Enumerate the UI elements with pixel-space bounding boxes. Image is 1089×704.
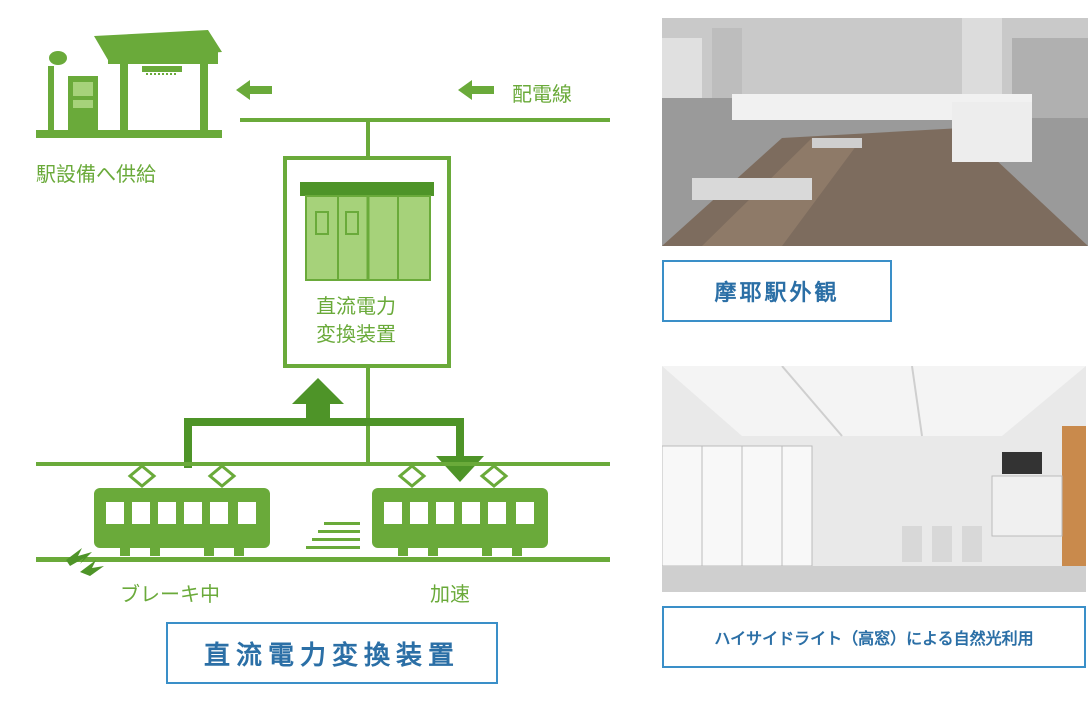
device-label-line2: 変換装置 bbox=[316, 322, 396, 346]
pantograph-icon bbox=[127, 464, 509, 488]
braking-train-icon bbox=[94, 488, 270, 556]
station-exterior-caption: 摩耶駅外観 bbox=[662, 260, 892, 322]
station-interior-caption: ハイサイドライト（高窓）による自然光利用 bbox=[662, 606, 1086, 668]
motion-lines-icon bbox=[306, 522, 360, 549]
diagram-caption: 直流電力変換装置 bbox=[166, 622, 498, 684]
braking-label: ブレーキ中 bbox=[120, 582, 220, 606]
station-exterior-photo bbox=[662, 18, 1088, 246]
spark-icon bbox=[66, 548, 104, 576]
distribution-line bbox=[240, 118, 610, 122]
overhead-line bbox=[36, 462, 610, 466]
left-arrow-icon bbox=[458, 80, 494, 100]
rail-line bbox=[36, 557, 610, 562]
station-interior-photo bbox=[662, 366, 1086, 592]
supply-label: 駅設備へ供給 bbox=[36, 162, 156, 186]
up-arrow-icon bbox=[292, 378, 344, 418]
distribution-line-label: 配電線 bbox=[512, 82, 572, 106]
cabinet-icon bbox=[300, 182, 434, 281]
left-arrow-icon bbox=[236, 80, 272, 100]
accel-label: 加速 bbox=[430, 582, 470, 606]
station-icon bbox=[36, 30, 222, 138]
accelerating-train-icon bbox=[372, 488, 548, 556]
device-label-line1: 直流電力 bbox=[316, 294, 396, 318]
